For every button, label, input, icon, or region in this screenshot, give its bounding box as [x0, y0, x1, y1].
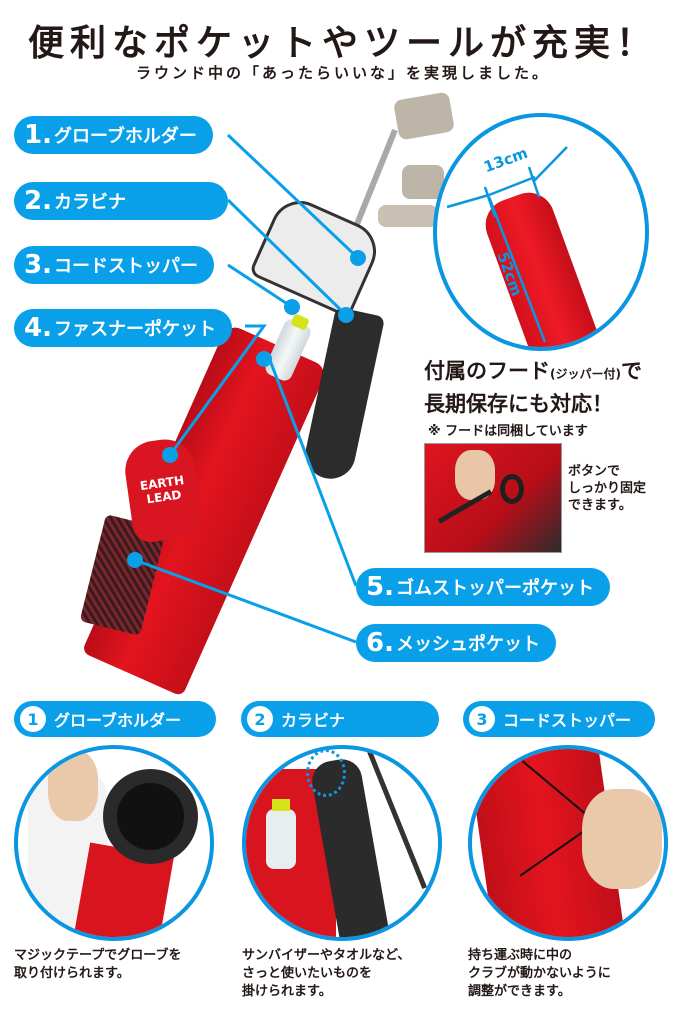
grip-ring	[500, 474, 524, 504]
callout-glove-holder: 1. グローブホルダー	[14, 116, 213, 154]
hood-heading-text: 付属のフード	[424, 359, 550, 383]
feature-number-badge: 2	[247, 706, 273, 732]
callout-cord-stopper: 3. コードストッパー	[14, 246, 214, 284]
feature-glove-holder-desc: マジックテープでグローブを 取り付けられます。	[14, 947, 181, 983]
callout-carabiner: 2. カラビナ	[14, 182, 228, 220]
carabiner-highlight-circle	[306, 749, 346, 797]
page-subtitle: ラウンド中の「あったらいいな」を実現しました。	[135, 64, 550, 82]
feature-number-badge: 1	[20, 706, 46, 732]
callout-number: 1.	[24, 120, 52, 150]
callout-zipper-pocket: 4. ファスナーポケット	[14, 309, 232, 347]
callout-number: 2.	[24, 186, 52, 216]
bag-body	[81, 323, 329, 697]
page-title: 便利なポケットやツールが充実！	[27, 23, 658, 64]
callout-label: メッシュポケット	[395, 634, 540, 655]
hood-heading-line2: 長期保存にも対応！	[424, 392, 613, 416]
feature-carabiner-photo	[242, 745, 442, 941]
callout-mesh-pocket: 6. メッシュポケット	[356, 624, 556, 662]
hand-image	[48, 751, 98, 821]
desc-line: 調整ができます。	[468, 984, 571, 999]
bottle-cap	[272, 799, 290, 811]
button-fix-line: できます。	[568, 498, 632, 513]
hood-heading: 付属のフード(ジッパー付)で 長期保存にも対応！	[424, 356, 642, 419]
feature-cord-stopper-title: 3 コードストッパー	[463, 701, 655, 737]
feature-title: グローブホルダー	[54, 711, 182, 730]
feature-title: コードストッパー	[503, 711, 632, 730]
hood-heading-text: で	[620, 359, 642, 383]
water-bottle	[266, 809, 296, 869]
desc-line: マジックテープでグローブを	[14, 948, 182, 963]
desc-line: 持ち運ぶ時に中の	[468, 948, 573, 963]
desc-line: さっと使いたいものを	[242, 966, 373, 981]
feature-glove-holder-title: 1 グローブホルダー	[14, 701, 216, 737]
hood-zoom-circle: 13cm 52cm	[433, 113, 649, 351]
callout-label: グローブホルダー	[53, 126, 197, 147]
feature-carabiner-title: 2 カラビナ	[241, 701, 439, 737]
feature-cord-stopper-desc: 持ち運ぶ時に中の クラブが動かないように 調整ができます。	[468, 947, 611, 1001]
callout-number: 3.	[24, 250, 52, 280]
button-fix-text: ボタンで しっかり固定 できます。	[568, 463, 646, 514]
desc-line: 取り付けられます。	[14, 966, 130, 981]
callout-number: 5.	[366, 572, 394, 602]
feature-number-badge: 3	[469, 706, 495, 732]
callout-label: ファスナーポケット	[53, 319, 216, 340]
desc-line: クラブが動かないように	[468, 966, 611, 981]
club-head-iron	[402, 165, 444, 199]
dimension-arrows	[446, 146, 568, 343]
hood-heading-small: (ジッパー付)	[550, 367, 621, 381]
feature-carabiner-desc: サンバイザーやタオルなど、 さっと使いたいものを 掛けられます。	[242, 947, 410, 1001]
desc-line: 掛けられます。	[242, 984, 332, 999]
callout-rubber-stopper-pocket: 5. ゴムストッパーポケット	[356, 568, 610, 606]
hood-note: ※ フードは同梱しています	[428, 424, 588, 439]
feature-title: カラビナ	[281, 711, 346, 730]
club-head-iron	[378, 205, 438, 227]
desc-line: サンバイザーやタオルなど、	[242, 948, 411, 963]
hood-button-photo	[424, 443, 562, 553]
callout-label: ゴムストッパーポケット	[395, 578, 594, 599]
callout-number: 6.	[366, 628, 394, 658]
bag-top-ring	[103, 769, 198, 864]
callout-label: カラビナ	[53, 192, 126, 213]
hand-image	[582, 789, 662, 889]
feature-glove-holder-photo	[14, 745, 214, 941]
button-fix-line: しっかり固定	[568, 481, 647, 496]
button-fix-line: ボタンで	[568, 464, 621, 479]
feature-cord-stopper-photo	[468, 745, 668, 941]
callout-label: コードストッパー	[53, 256, 198, 277]
callout-number: 4.	[24, 313, 52, 343]
